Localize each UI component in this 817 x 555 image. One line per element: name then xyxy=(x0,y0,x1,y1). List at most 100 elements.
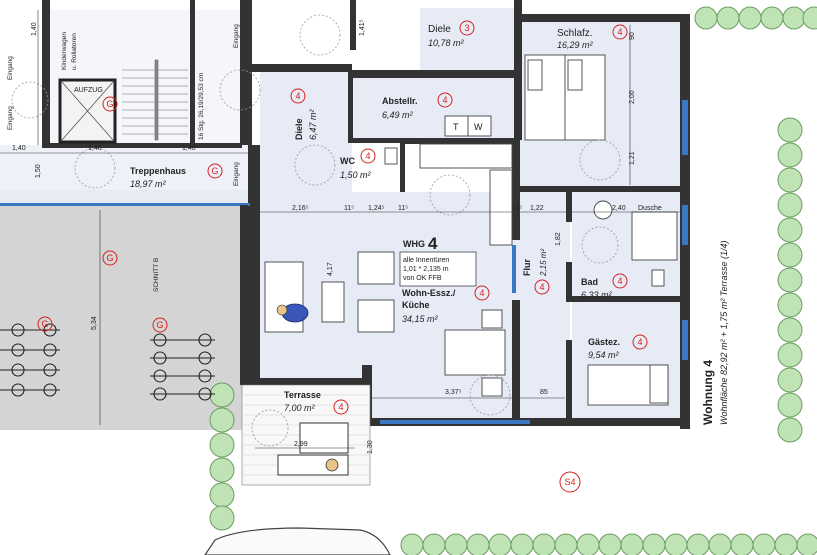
hedge-bottom-15 xyxy=(708,533,732,555)
wall-top-apartment xyxy=(514,14,690,22)
dimension-lines xyxy=(0,10,680,449)
window-east-3 xyxy=(682,320,688,360)
label-eingang-1: Eingang xyxy=(7,56,14,80)
hedge-left-1 xyxy=(209,382,235,408)
hedge-right-5 xyxy=(777,217,803,243)
hedge-bottom-16 xyxy=(730,533,754,555)
room-marker-diele3: 3 xyxy=(459,20,475,36)
room-name-diele3: Diele xyxy=(428,24,451,35)
svg-text:G: G xyxy=(106,99,113,109)
room-name-terrasse: Terrasse xyxy=(284,390,321,400)
apartment-note-line-3: von OK FFB xyxy=(403,275,442,282)
marker-g-bikes-right: G xyxy=(152,317,168,333)
hedge-bottom-4 xyxy=(466,533,490,555)
hedge-bottom-6 xyxy=(510,533,534,555)
room-area-flur: 2,15 m² xyxy=(539,249,548,277)
room-marker-treppe: G xyxy=(207,163,223,179)
wall-diele4-top xyxy=(252,64,352,72)
dim-text-10: 2,16⁵ xyxy=(292,205,309,212)
room-name-schlaf: Schlafz. xyxy=(557,28,593,39)
room-area-treppe: 18,97 m² xyxy=(130,179,167,189)
hedge-right-8 xyxy=(777,292,803,318)
misc-labels: AUFZUG Kinderwagen u. Rollatoren 16 Stg.… xyxy=(7,24,662,493)
hedge-top-3 xyxy=(738,6,762,30)
svg-text:4: 4 xyxy=(338,402,343,412)
bath-toilet xyxy=(651,269,665,287)
svg-text:G: G xyxy=(106,253,113,263)
dim-text-23: 1,30 xyxy=(367,440,374,454)
hedge-bottom-18 xyxy=(774,533,798,555)
hedge-right-1 xyxy=(777,117,803,143)
hedge-right-9 xyxy=(777,317,803,343)
wheelchair-circle-bad xyxy=(581,226,619,264)
wall-stair-mid xyxy=(190,0,195,148)
gaeste-desk xyxy=(649,364,669,404)
dim-text-2: 1,40 xyxy=(12,145,26,152)
hedge-bottom-19 xyxy=(796,533,817,555)
dim-text-21: 85 xyxy=(540,389,548,396)
svg-text:4: 4 xyxy=(442,95,447,105)
hedge-left-6 xyxy=(209,505,235,531)
window-corridor xyxy=(0,203,250,206)
dim-text-15: 1,22 xyxy=(530,205,544,212)
room-marker-bad: 4 xyxy=(612,273,628,289)
label-aufzug: AUFZUG xyxy=(74,87,103,94)
wheelchair-circle-stair-1 xyxy=(219,69,261,111)
hedge-bottom-12 xyxy=(642,533,666,555)
terrace-table xyxy=(299,422,349,454)
wheelchair-circle-diele4 xyxy=(294,144,336,186)
marker-s4: S4 xyxy=(559,471,581,493)
dim-text-1: 1,40 xyxy=(31,22,38,36)
room-area-abstell: 6,49 m² xyxy=(382,110,414,120)
hedge-right-3 xyxy=(777,167,803,193)
room-name-wc: WC xyxy=(340,156,355,166)
parking-area xyxy=(0,205,242,430)
hedge-bottom-1 xyxy=(400,533,424,555)
dim-text-7: 2,00 xyxy=(629,90,636,104)
door-blue xyxy=(512,245,516,293)
dining-table xyxy=(444,329,506,376)
room-area-wc: 1,50 m² xyxy=(340,170,372,180)
apartment-tag-label: WHG xyxy=(403,239,425,249)
hedge-left-5 xyxy=(209,482,235,508)
stair-treads xyxy=(122,59,188,141)
apartment-tag: WHG 4 alle Innentüren 1,01 * 2,135 m von… xyxy=(399,234,477,287)
hedge-bottom-2 xyxy=(422,533,446,555)
kitchen-island xyxy=(489,169,513,246)
window-east-2 xyxy=(682,205,688,245)
room-fill-abstell xyxy=(352,78,520,138)
svg-text:G: G xyxy=(211,166,218,176)
room-name-flur: Flur xyxy=(522,259,532,276)
room-marker-gaeste: 4 xyxy=(632,334,648,350)
label-schnitt: SCHNITT B xyxy=(153,258,160,292)
svg-text:4: 4 xyxy=(617,27,622,37)
room-name-treppe: Treppenhaus xyxy=(130,166,186,176)
hedge-right-11 xyxy=(777,367,803,393)
hedge-top-2 xyxy=(716,6,740,30)
dim-text-11: 11⁵ xyxy=(344,205,354,212)
svg-text:4: 4 xyxy=(539,282,544,292)
marker-g-parking: G xyxy=(102,250,118,266)
kitchen-counter xyxy=(419,143,513,169)
wheelchair-circle-landing xyxy=(74,147,116,189)
wall-parking-right xyxy=(240,205,248,385)
hedge-bottom-7 xyxy=(532,533,556,555)
hedge-bottom-9 xyxy=(576,533,600,555)
room-area-gaeste: 9,54 m² xyxy=(588,350,620,360)
dim-text-14: 11⁵ xyxy=(512,205,522,212)
apartment-summary-area: Wohnfläche 82,92 m² + 1,75 m² Terrasse (… xyxy=(719,240,729,425)
label-rollatoren: u. Rollatoren xyxy=(71,33,78,70)
hedge-bottom-10 xyxy=(598,533,622,555)
dim-text-16: 2,40 xyxy=(612,205,626,212)
room-labels: Diele 10,78 m² 3 Schlafz. 16,29 m² 4 Abs… xyxy=(130,20,648,415)
svg-text:4: 4 xyxy=(479,288,484,298)
room-name-bad: Bad xyxy=(581,277,598,287)
chair-2 xyxy=(481,377,503,397)
label-dusche: Dusche xyxy=(638,205,662,212)
pillow-1 xyxy=(527,59,543,91)
wheelchair-circle-kitchen xyxy=(429,174,471,216)
room-name-wohn-2: Küche xyxy=(402,300,430,310)
bicycle-row-right xyxy=(150,333,215,401)
landing-area xyxy=(0,145,250,190)
dimension-texts: 1,40 1,40 1,40 1,40 1,41⁵ 90 2,00 1,21 1… xyxy=(12,19,636,454)
